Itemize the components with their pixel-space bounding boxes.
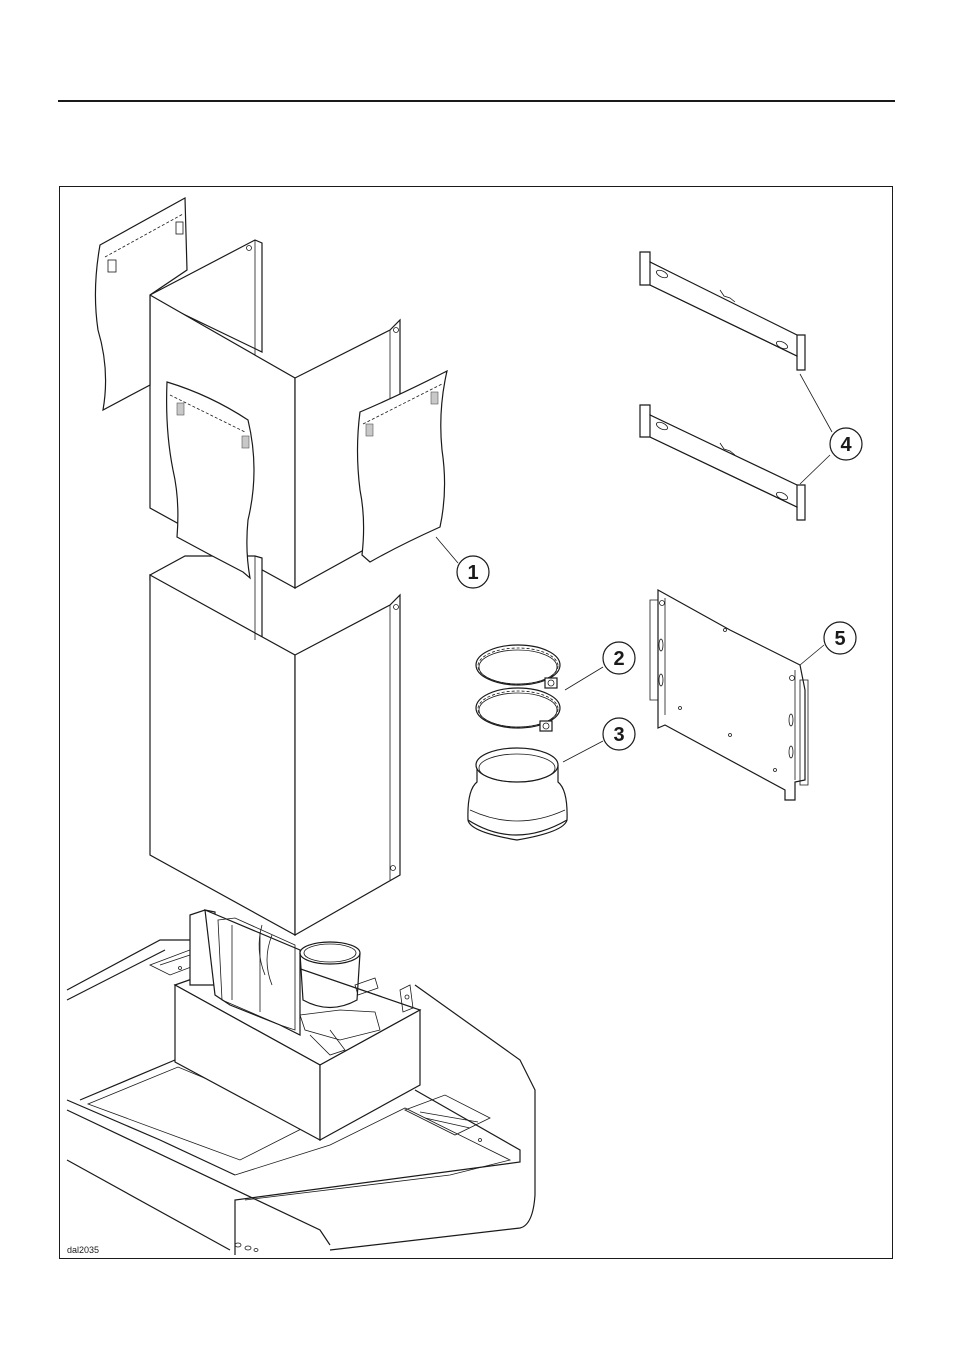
motor-housing — [175, 910, 420, 1140]
mounting-bracket-upper — [640, 252, 805, 370]
callout-5: 5 — [824, 622, 856, 654]
duct-adapter — [468, 748, 567, 840]
lower-chimney-cover — [150, 556, 400, 935]
callout-1: 1 — [457, 556, 489, 588]
callout-2-label: 2 — [613, 648, 624, 670]
callout-2: 2 — [603, 642, 635, 674]
callout-5-label: 5 — [834, 628, 845, 650]
callout-4: 4 — [830, 428, 862, 460]
callout-3-label: 3 — [613, 724, 624, 746]
mounting-bracket-lower — [640, 405, 805, 520]
callout-4-label: 4 — [840, 434, 852, 456]
mounting-plate — [650, 590, 808, 800]
figure-reference-code: dal2035 — [67, 1245, 99, 1255]
callout-3: 3 — [603, 718, 635, 750]
hose-clamp-lower — [476, 688, 560, 731]
hose-clamp-upper — [476, 645, 560, 688]
callout-1-label: 1 — [467, 562, 478, 584]
